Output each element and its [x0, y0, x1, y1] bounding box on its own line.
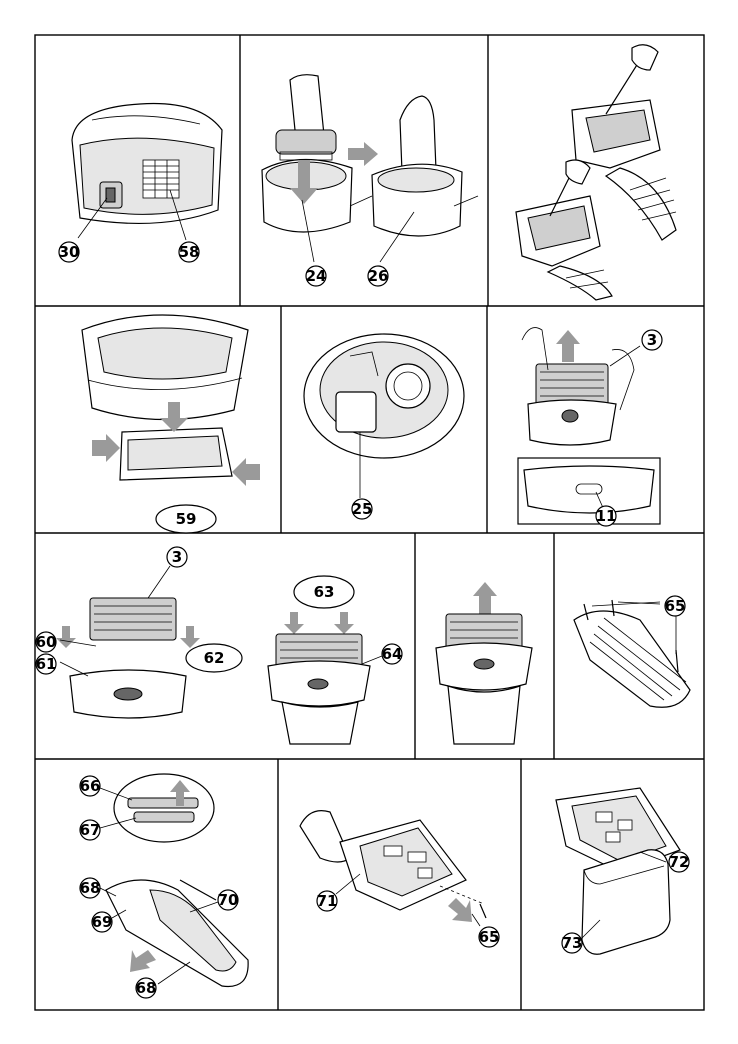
- label-25: 25: [352, 500, 373, 518]
- right-arrow-icon: [348, 142, 378, 166]
- label-64: 64: [382, 645, 403, 663]
- label-61: 61: [36, 655, 57, 673]
- label-30: 30: [59, 243, 80, 261]
- label-63: 63: [314, 583, 335, 601]
- panel-screws: 65: [574, 596, 690, 707]
- label-68-b: 68: [136, 979, 157, 997]
- label-67: 67: [80, 821, 101, 839]
- panel-brush-cleaning: [516, 45, 676, 300]
- right-arrow-icon: [92, 434, 120, 462]
- label-68-a: 68: [80, 879, 101, 897]
- label-65-b: 65: [479, 928, 500, 946]
- left-arrow-icon: [232, 458, 260, 486]
- label-3-a: 3: [647, 331, 657, 349]
- down-right-arrow-icon: [448, 898, 472, 922]
- label-70: 70: [218, 891, 239, 909]
- down-arrow-icon: [284, 612, 304, 634]
- label-71: 71: [317, 892, 338, 910]
- label-24: 24: [306, 267, 327, 285]
- down-arrow-icon: [180, 626, 200, 648]
- label-65-a: 65: [665, 597, 686, 615]
- label-66: 66: [80, 777, 101, 795]
- label-62: 62: [204, 649, 225, 667]
- up-arrow-icon: [473, 582, 497, 614]
- label-26: 26: [368, 267, 389, 285]
- panel-insert-shaver: 24 26: [262, 75, 478, 286]
- panel-cleaning-tray: 59: [82, 315, 260, 533]
- panel-open-body: 66 67 68 69 70 68: [80, 774, 249, 998]
- up-arrow-icon: [556, 330, 580, 362]
- panel-internal-frame: 71 65: [300, 811, 499, 947]
- label-73: 73: [562, 934, 583, 952]
- label-58: 58: [179, 243, 200, 261]
- label-72: 72: [669, 853, 690, 871]
- label-11: 11: [596, 507, 617, 525]
- down-left-arrow-icon: [130, 950, 156, 972]
- label-59: 59: [176, 510, 197, 528]
- panel-battery: 72 73: [556, 788, 689, 954]
- label-60: 60: [36, 633, 57, 651]
- panel-remove-head: 3 11: [518, 328, 662, 526]
- panel-charger-rear: 30 58: [59, 104, 222, 262]
- panel-blade-replacement: 3 60 61 62 63 64: [36, 547, 403, 744]
- down-arrow-icon: [334, 612, 354, 634]
- down-arrow-icon: [56, 626, 76, 648]
- panel-charger-top: 25: [304, 334, 464, 519]
- label-69: 69: [92, 913, 113, 931]
- panel-lift-foil: [436, 582, 532, 744]
- label-3-b: 3: [172, 548, 182, 566]
